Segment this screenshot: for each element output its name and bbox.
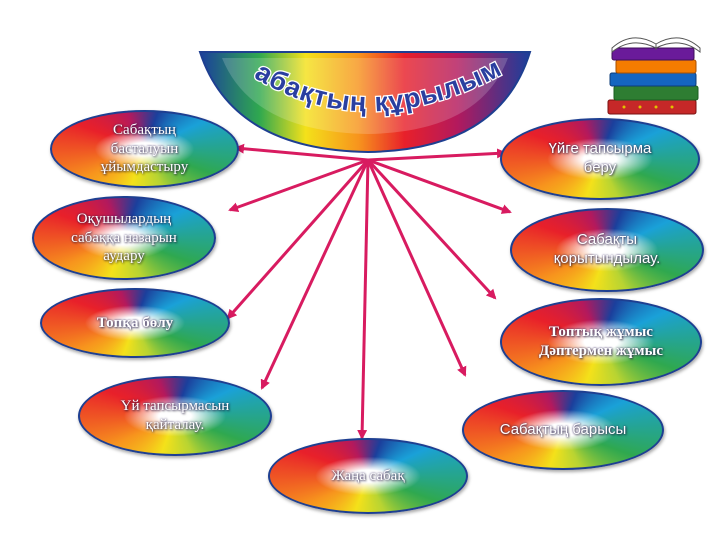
books-icon bbox=[607, 37, 701, 115]
node-summary: Сабақты қорытындылау. bbox=[510, 208, 704, 292]
banner-arc bbox=[198, 51, 532, 154]
arrow-to-grouping bbox=[226, 159, 370, 320]
node-group-work: Топтық жұмыс Дәптермен жұмыс bbox=[500, 298, 702, 386]
arrow-to-lesson-start bbox=[234, 143, 369, 162]
arrow-to-homework bbox=[367, 148, 507, 162]
node-lesson-start: Сабақтың басталуын ұйымдастыру bbox=[50, 110, 239, 188]
arrow-to-hw-review bbox=[260, 159, 370, 390]
arrow-to-group-work bbox=[366, 158, 497, 300]
arrow-to-lesson-progress bbox=[366, 159, 467, 377]
node-attention: Оқушылардың сабаққа назарын аудару bbox=[32, 196, 216, 280]
node-hw-review: Үй тапсырмасын қайталау. bbox=[78, 376, 272, 456]
arrow-to-summary bbox=[367, 158, 512, 214]
node-homework: Үйге тапсырма беру bbox=[500, 118, 700, 200]
arrow-to-new-lesson bbox=[357, 159, 370, 440]
node-grouping: Топқа бөлу bbox=[40, 288, 230, 358]
arrow-to-attention bbox=[228, 158, 369, 212]
node-lesson-progress: Сабақтың барысы bbox=[462, 390, 664, 470]
node-new-lesson: Жаңа сабақ bbox=[268, 438, 468, 514]
